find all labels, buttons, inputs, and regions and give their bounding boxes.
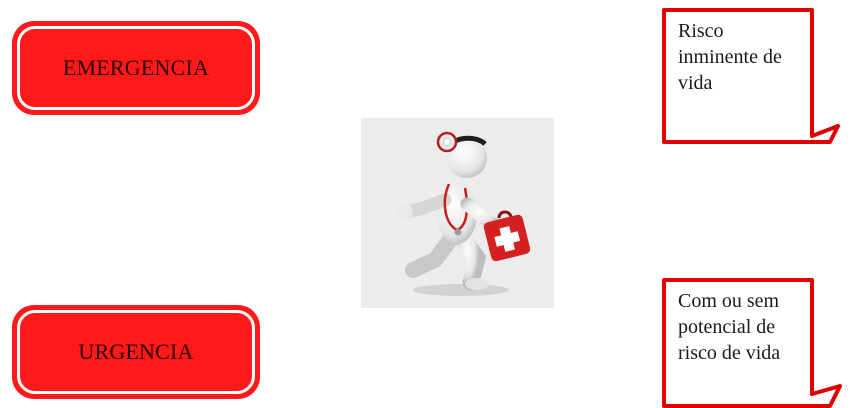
urgencia-box: URGENCIA [12,305,260,399]
urgencia-label: URGENCIA [78,339,193,365]
running-doctor-illustration [361,118,554,308]
potential-note-text: Com ou sem potencial de risco de vida [678,288,780,366]
risk-note-text: Risco inminente de vida [678,18,782,96]
risk-note: Risco inminente de vida [662,8,850,144]
urgencia-box-border: URGENCIA [17,310,255,394]
running-doctor-icon [361,118,554,308]
potential-note: Com ou sem potencial de risco de vida [662,278,850,408]
emergencia-box-border: EMERGENCIA [17,26,255,110]
emergencia-label: EMERGENCIA [63,55,209,81]
emergencia-box: EMERGENCIA [12,21,260,115]
